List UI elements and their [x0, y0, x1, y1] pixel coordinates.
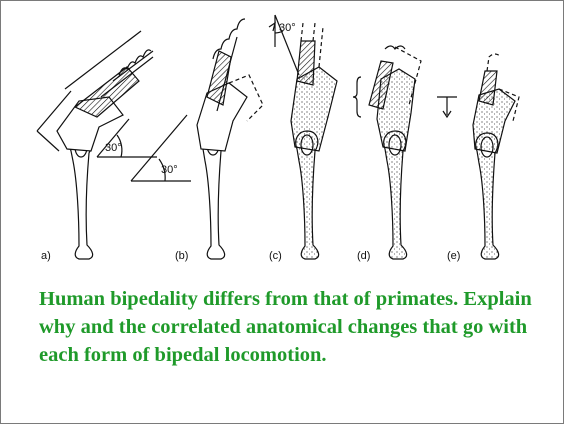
panel-a [36, 30, 157, 260]
panel-e [437, 53, 520, 260]
sacrum-e [478, 70, 498, 106]
panel-d [352, 45, 422, 260]
angle-label-b: 30° [161, 164, 178, 176]
panel-label-a: a) [41, 250, 51, 262]
sacrum-c [296, 40, 316, 86]
sacrum-d [368, 60, 394, 110]
pelvis-femur-figure: 30° a) 30° (b) 30° [36, 14, 520, 262]
angle-label-a: 30° [105, 142, 122, 154]
panel-label-e: (e) [447, 250, 460, 262]
panel-label-c: (c) [269, 250, 282, 262]
angle-label-c: 30° [279, 22, 296, 34]
panel-label-d: (d) [357, 250, 370, 262]
panel-c [268, 14, 338, 260]
question-text: Human bipedality differs from that of pr… [39, 288, 532, 366]
panel-b [130, 18, 264, 260]
panel-label-b: (b) [175, 250, 188, 262]
